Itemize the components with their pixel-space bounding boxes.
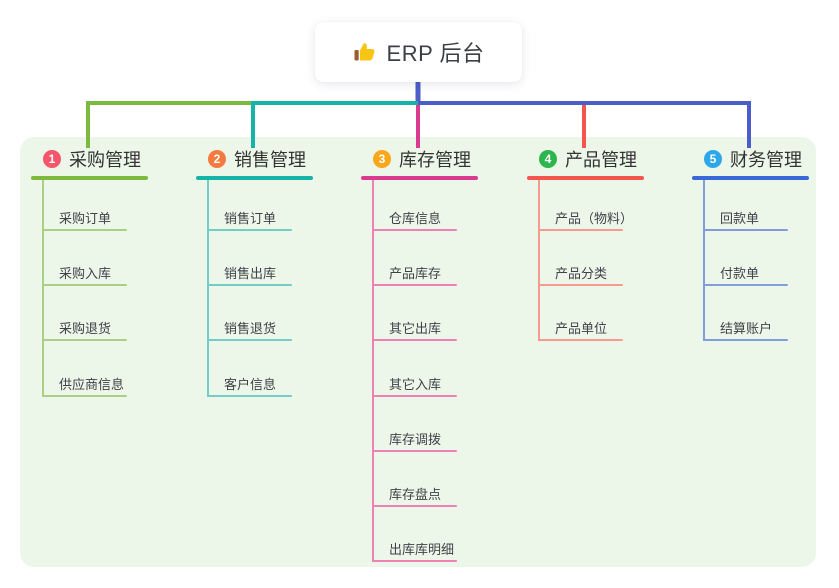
branch-title-label: 采购管理 xyxy=(69,150,141,170)
branch-title-label: 财务管理 xyxy=(730,150,802,170)
child-node[interactable]: 库存调拨 xyxy=(389,431,442,447)
branch-underline xyxy=(692,176,809,180)
child-underline xyxy=(538,284,623,287)
child-node[interactable]: 产品（物料） xyxy=(555,211,634,226)
child-underline xyxy=(372,284,457,287)
child-underline xyxy=(207,229,292,231)
branches-background-panel xyxy=(20,137,816,567)
branch-node[interactable]: 2 销售管理 xyxy=(196,148,306,170)
child-node[interactable]: 销售订单 xyxy=(224,211,277,226)
child-underline xyxy=(538,339,623,342)
child-underline xyxy=(703,229,788,231)
branch-underline xyxy=(527,176,644,180)
root-node[interactable]: ERP 后台 xyxy=(315,22,522,82)
branch-children-connector xyxy=(42,180,44,397)
child-underline xyxy=(372,339,457,342)
branch-number-badge: 1 xyxy=(43,150,61,168)
child-underline xyxy=(207,394,292,397)
branch-node[interactable]: 1 采购管理 xyxy=(31,148,141,170)
root-node-title: ERP 后台 xyxy=(386,41,485,66)
child-underline xyxy=(42,394,127,397)
child-underline xyxy=(372,560,457,563)
child-node[interactable]: 付款单 xyxy=(720,266,760,282)
child-node[interactable]: 其它入库 xyxy=(389,376,442,392)
child-node[interactable]: 出库库明细 xyxy=(389,542,455,558)
child-underline xyxy=(703,284,788,287)
child-node[interactable]: 供应商信息 xyxy=(59,376,125,392)
child-node[interactable]: 产品库存 xyxy=(389,266,442,282)
branch-column: 1 采购管理 采购订单 采购入库 采购退货 供应商信息 xyxy=(31,145,148,575)
child-underline xyxy=(207,339,292,342)
branch-underline xyxy=(361,176,478,180)
branch-number-badge: 4 xyxy=(539,150,557,168)
child-node[interactable]: 库存盘点 xyxy=(389,487,442,502)
child-node[interactable]: 客户信息 xyxy=(224,376,277,392)
branch-number-badge: 2 xyxy=(208,150,226,168)
child-node[interactable]: 销售出库 xyxy=(224,266,277,282)
branch-column: 2 销售管理 销售订单 销售出库 销售退货 客户信息 xyxy=(196,145,313,575)
branch-children-connector xyxy=(372,180,374,563)
child-node[interactable]: 采购订单 xyxy=(59,211,112,226)
thumbs-up-icon xyxy=(353,40,377,64)
child-node[interactable]: 回款单 xyxy=(720,211,760,226)
branch-column: 5 财务管理 回款单 付款单 结算账户 xyxy=(692,145,809,575)
branch-title-label: 销售管理 xyxy=(234,150,306,170)
branch-node[interactable]: 5 财务管理 xyxy=(692,148,802,170)
child-underline xyxy=(42,229,127,231)
child-underline xyxy=(372,449,457,452)
child-underline xyxy=(703,339,788,342)
branch-number-badge: 3 xyxy=(373,150,391,168)
child-underline xyxy=(372,229,457,231)
child-underline xyxy=(372,394,457,397)
child-node[interactable]: 采购入库 xyxy=(59,266,112,282)
branch-children-connector xyxy=(538,180,540,342)
branch-node[interactable]: 4 产品管理 xyxy=(527,148,637,170)
child-node[interactable]: 其它出库 xyxy=(389,321,442,337)
child-underline xyxy=(538,229,623,231)
child-underline xyxy=(42,284,127,287)
child-node[interactable]: 采购退货 xyxy=(59,321,112,337)
branch-children-connector xyxy=(207,180,209,397)
child-node[interactable]: 结算账户 xyxy=(720,321,773,337)
branch-node[interactable]: 3 库存管理 xyxy=(361,148,471,170)
child-underline xyxy=(42,339,127,342)
branch-column: 4 产品管理 产品（物料） 产品分类 产品单位 xyxy=(527,145,644,575)
child-node[interactable]: 产品分类 xyxy=(555,266,608,282)
child-underline xyxy=(207,284,292,287)
branch-title-label: 库存管理 xyxy=(399,150,471,170)
branch-underline xyxy=(31,176,148,180)
branch-title-label: 产品管理 xyxy=(565,150,637,170)
branch-number-badge: 5 xyxy=(704,150,722,168)
child-node[interactable]: 产品单位 xyxy=(555,321,608,337)
child-node[interactable]: 仓库信息 xyxy=(389,211,442,226)
branch-underline xyxy=(196,176,313,180)
branch-column: 3 库存管理 仓库信息 产品库存 其它出库 其它入库 库存调拨 库存盘点 出库库… xyxy=(361,145,478,575)
branch-children-connector xyxy=(703,180,705,342)
child-underline xyxy=(372,505,457,507)
child-node[interactable]: 销售退货 xyxy=(224,321,277,337)
